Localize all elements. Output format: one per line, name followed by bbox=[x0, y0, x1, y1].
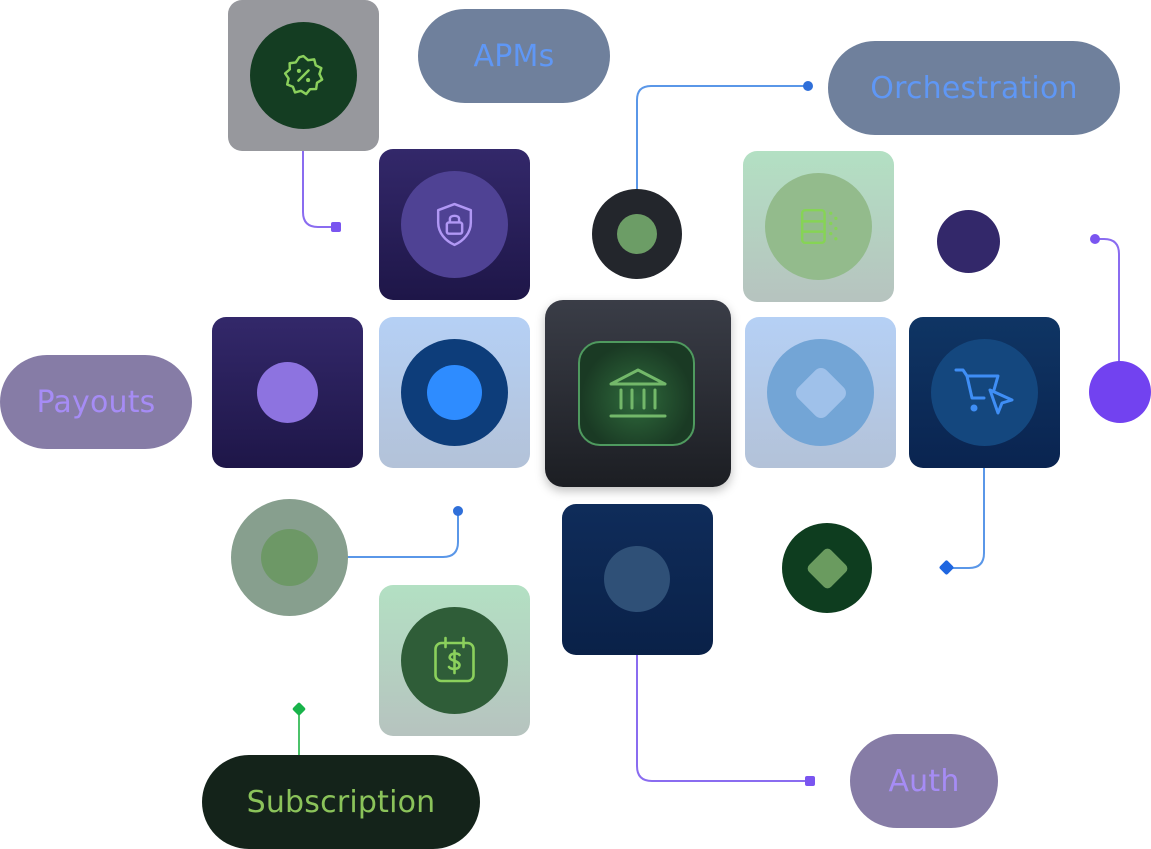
connector-dot-blue-2 bbox=[453, 506, 463, 516]
cart-tile bbox=[909, 317, 1060, 468]
navy-node-tile bbox=[562, 504, 713, 655]
connector-dot-auth bbox=[805, 776, 815, 786]
server-tile bbox=[743, 151, 894, 302]
connector-discount bbox=[302, 150, 335, 228]
green-diamond-node bbox=[782, 523, 872, 613]
payouts-label: Payouts bbox=[36, 384, 156, 420]
diamond-node-tile bbox=[745, 317, 896, 468]
connector-dot-right bbox=[1090, 234, 1100, 244]
shield-lock-icon bbox=[436, 202, 473, 247]
auth-pill: Auth bbox=[850, 734, 998, 828]
connector-diamond-blue bbox=[939, 560, 954, 575]
connector-dot-blue bbox=[803, 81, 813, 91]
bank-icon bbox=[609, 368, 667, 418]
node-purple-small bbox=[937, 210, 1000, 273]
subscription-pill: Subscription bbox=[202, 755, 480, 849]
connector-auth bbox=[636, 655, 810, 782]
green-diamond-shape bbox=[805, 546, 850, 591]
bank-icon-frame bbox=[578, 341, 695, 446]
subscription-label: Subscription bbox=[246, 784, 436, 820]
connector-cart bbox=[947, 468, 985, 569]
green-node-circle bbox=[231, 499, 348, 616]
bank-center-tile bbox=[545, 300, 731, 487]
orchestration-label: Orchestration bbox=[870, 70, 1078, 106]
subscription-tile bbox=[379, 585, 530, 736]
calendar-dollar-icon bbox=[434, 636, 475, 683]
connector-right bbox=[1095, 238, 1120, 362]
apms-label: APMs bbox=[473, 38, 555, 74]
status-node-dark bbox=[592, 189, 682, 279]
apms-pill: APMs bbox=[418, 9, 610, 103]
payouts-pill: Payouts bbox=[0, 355, 192, 449]
discount-badge-icon bbox=[283, 54, 324, 96]
purple-node-tile bbox=[212, 317, 363, 468]
security-tile bbox=[379, 149, 530, 300]
connector-dot-purple bbox=[331, 222, 341, 232]
server-data-icon bbox=[800, 208, 838, 245]
blue-node-tile bbox=[379, 317, 530, 468]
orchestration-pill: Orchestration bbox=[828, 41, 1120, 135]
node-purple-bright bbox=[1089, 361, 1151, 423]
discount-tile bbox=[228, 0, 379, 151]
cart-cursor-icon bbox=[954, 368, 1014, 415]
auth-label: Auth bbox=[888, 763, 960, 799]
connector-diamond-green bbox=[292, 702, 306, 716]
connector-green-circle bbox=[346, 511, 459, 558]
